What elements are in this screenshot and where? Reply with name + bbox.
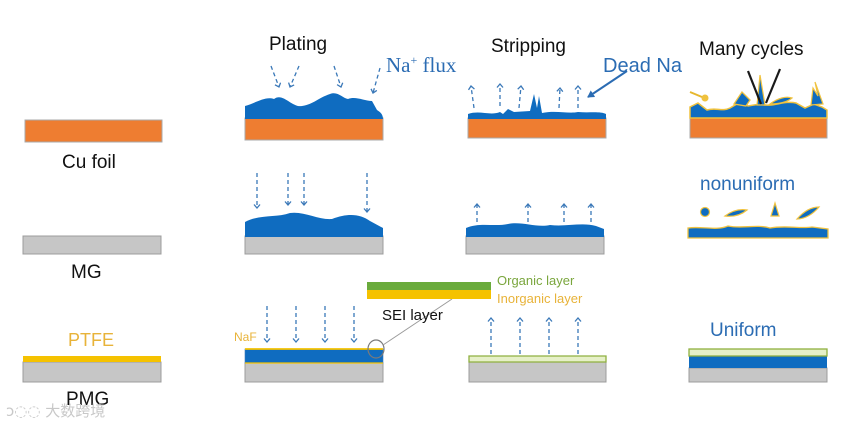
- inorganic-layer-label: Inorganic layer: [497, 291, 583, 306]
- sei-layer-inset: [367, 282, 491, 299]
- organic-layer-label: Organic layer: [497, 273, 575, 288]
- mg-cycles-panel: [687, 200, 829, 239]
- sei-zoom-circle: [367, 339, 385, 359]
- mg-plating-panel: [244, 173, 384, 255]
- pmg-cycles-panel: [688, 348, 828, 383]
- pmg-plating-panel: [244, 298, 453, 383]
- nonuniform-label: nonuniform: [700, 174, 796, 195]
- cu-plating-panel: [244, 65, 384, 141]
- column-title-many-cycles: Many cycles: [699, 39, 804, 60]
- naf-label: NaF: [234, 330, 257, 344]
- ptfe-coating: [23, 356, 161, 362]
- mg-stripping-panel: [465, 203, 605, 255]
- cu-foil-label: Cu foil: [62, 152, 116, 173]
- watermark-logo-icon: ↄ◌◌: [6, 402, 41, 420]
- mg-substrate: [22, 235, 162, 255]
- cu-cycles-panel: [689, 68, 828, 139]
- ptfe-label: PTFE: [68, 330, 115, 350]
- pmg-stripping-panel: [468, 317, 607, 383]
- uniform-label: Uniform: [710, 320, 777, 341]
- pmg-substrate: [22, 361, 162, 383]
- mg-label: MG: [71, 262, 102, 283]
- cu-foil-substrate: [24, 119, 163, 143]
- cu-stripping-panel: [467, 70, 628, 139]
- sei-layer-label: SEI layer: [382, 307, 443, 324]
- watermark-logo: ↄ◌◌ 大数跨境: [6, 402, 106, 420]
- dead-na-label: Dead Na: [603, 55, 682, 77]
- na-flux-label: Na+ flux: [386, 53, 457, 77]
- column-title-plating: Plating: [269, 34, 328, 55]
- column-title-stripping: Stripping: [491, 36, 566, 57]
- pmg-label: PMG: [66, 389, 110, 410]
